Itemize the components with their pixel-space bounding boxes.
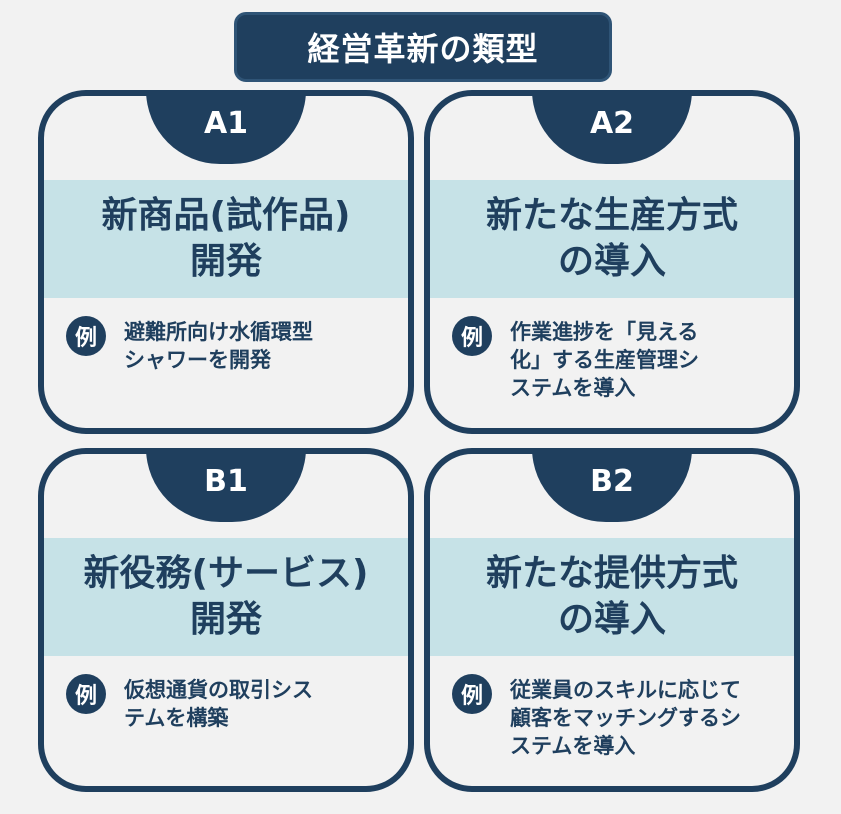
heading-line: の導入 [557,241,666,282]
card-example: 例 仮想通貨の取引シス テムを構築 [66,674,392,732]
card-badge: B2 [532,454,692,522]
card-example: 例 従業員のスキルに応じて 顧客をマッチングするシ ステムを導入 [452,674,778,760]
card-heading: 新たな提供方式 の導入 [430,538,794,656]
card-badge: A1 [146,96,306,164]
example-line: 仮想通貨の取引シス [124,678,313,702]
card-example: 例 避難所向け水循環型 シャワーを開発 [66,316,392,374]
heading-line: 新たな生産方式 [485,195,738,236]
heading-line: 開発 [189,241,262,282]
example-line: 顧客をマッチングするシ [510,706,741,730]
card-badge: A2 [532,96,692,164]
card-a1: A1 新商品(試作品) 開発 例 避難所向け水循環型 シャワーを開発 [38,90,414,434]
heading-line: 新役務(サービス) [83,553,369,594]
example-icon: 例 [66,316,106,356]
card-badge: B1 [146,454,306,522]
card-heading: 新役務(サービス) 開発 [44,538,408,656]
heading-line: 開発 [189,599,262,640]
heading-line: 新商品(試作品) [101,195,351,236]
card-example: 例 作業進捗を「見える 化」する生産管理シ ステムを導入 [452,316,778,402]
card-b2: B2 新たな提供方式 の導入 例 従業員のスキルに応じて 顧客をマッチングするシ… [424,448,800,792]
example-line: シャワーを開発 [124,348,271,372]
example-line: 作業進捗を「見える [510,320,699,344]
example-line: ステムを導入 [510,734,636,758]
heading-line: 新たな提供方式 [485,553,738,594]
card-b1: B1 新役務(サービス) 開発 例 仮想通貨の取引シス テムを構築 [38,448,414,792]
example-line: 従業員のスキルに応じて [510,678,741,702]
card-a2: A2 新たな生産方式 の導入 例 作業進捗を「見える 化」する生産管理シ ステム… [424,90,800,434]
example-line: ステムを導入 [510,376,636,400]
example-icon: 例 [66,674,106,714]
diagram-title: 経営革新の類型 [234,12,612,82]
card-heading: 新たな生産方式 の導入 [430,180,794,298]
example-icon: 例 [452,674,492,714]
card-heading: 新商品(試作品) 開発 [44,180,408,298]
heading-line: の導入 [557,599,666,640]
example-line: テムを構築 [124,706,229,730]
example-line: 化」する生産管理シ [510,348,699,372]
example-line: 避難所向け水循環型 [124,320,313,344]
example-icon: 例 [452,316,492,356]
